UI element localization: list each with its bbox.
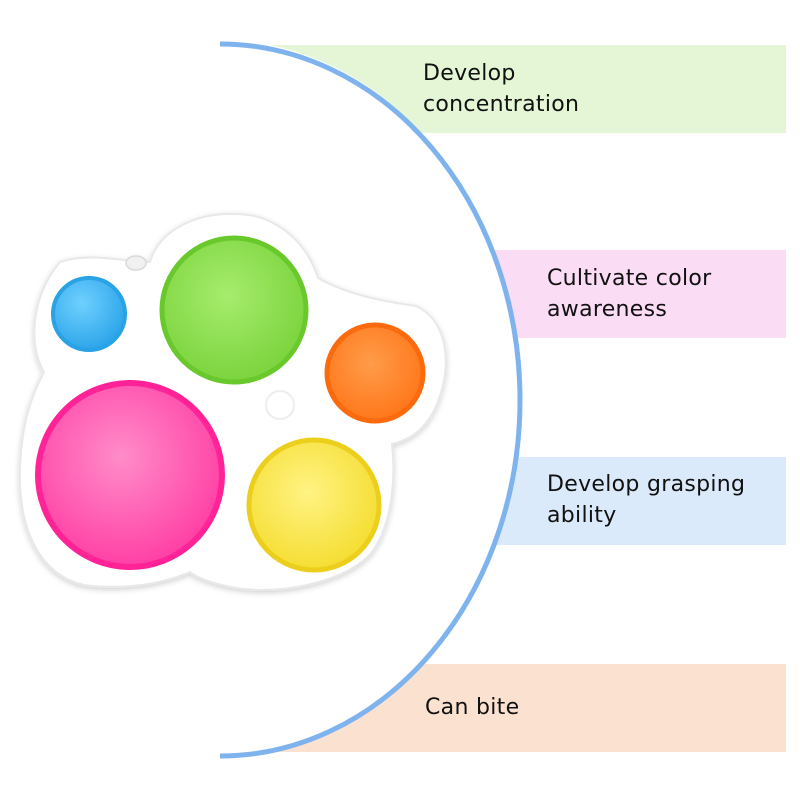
feature-label-concentration: Develop concentration xyxy=(423,61,580,117)
bubble-green[interactable] xyxy=(159,235,309,385)
divider-arc xyxy=(219,41,523,759)
bubble-pink[interactable] xyxy=(35,380,225,570)
bubble-yellow[interactable] xyxy=(246,437,382,573)
feature-label-bite: Can bite xyxy=(425,695,520,720)
feature-label-grasping: Develop grasping ability xyxy=(547,472,746,528)
feature-label-color-awareness: Cultivate color awareness xyxy=(547,266,712,322)
bubble-blue[interactable] xyxy=(51,276,127,352)
bubble-orange[interactable] xyxy=(324,322,426,424)
